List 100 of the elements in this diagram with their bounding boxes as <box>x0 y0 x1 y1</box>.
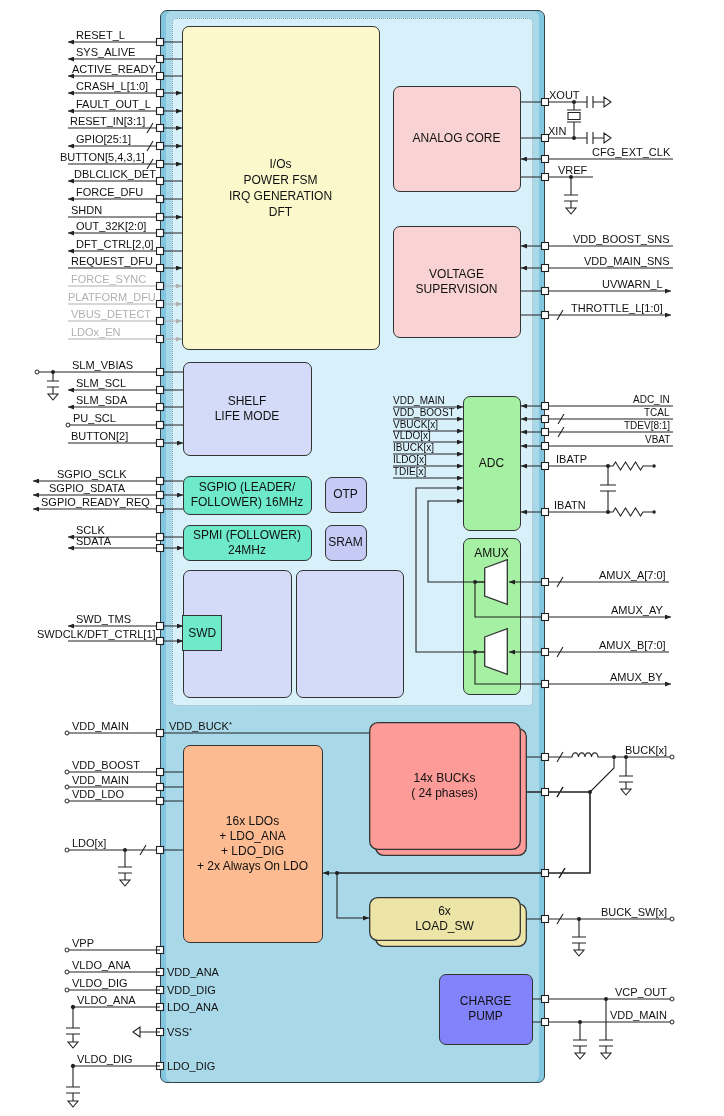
signal-line <box>532 1019 675 1025</box>
chip-outline <box>160 10 545 1083</box>
signal-label: VLDO_DIG <box>77 1052 133 1065</box>
signal-label: CFG_EXT_CLK <box>592 145 671 158</box>
block-label: POWER FSM <box>243 171 318 188</box>
signal-arrow <box>132 1026 161 1038</box>
signal-label: VREF <box>558 163 588 176</box>
signal-arrow <box>520 413 674 425</box>
function-block <box>392 85 521 192</box>
signal-label: VDD_MAIN <box>610 1008 667 1021</box>
signal-label: ILDO[x] <box>393 454 427 465</box>
block-label: 6x LOAD_SW <box>414 903 475 934</box>
signal-arrow <box>67 248 183 254</box>
signal-arrow <box>67 318 183 324</box>
function-block <box>392 225 521 338</box>
signal-arrow <box>520 426 674 438</box>
signal-label: TCAL <box>644 407 670 418</box>
stacked-block <box>368 721 527 856</box>
block-label: CHARGE PUMP <box>458 994 513 1024</box>
signal-line <box>532 996 675 1002</box>
signal-label: VDD_BOOST <box>393 407 455 418</box>
function-block <box>324 524 367 561</box>
signal-arrow <box>67 534 184 540</box>
signal-label: SGPIO_SCLK <box>57 467 127 480</box>
signal-label: SWD_TMS <box>76 612 131 625</box>
signal-label: LDOx_EN <box>71 325 121 338</box>
signal-arrow <box>392 463 464 469</box>
signal-arrow <box>67 56 183 62</box>
signal-arrow <box>67 122 183 134</box>
pin-label: VDD_DIG <box>167 983 216 996</box>
signal-label: IBATP <box>556 452 587 465</box>
signal-label: VDD_BOOST_SNS <box>573 232 670 245</box>
block-label: 14x BUCKs ( 24 phases) <box>410 770 479 801</box>
signal-line <box>70 1004 161 1022</box>
signal-arrow <box>508 576 670 588</box>
signal-label: TDEV[8:1] <box>624 420 671 431</box>
signal-arrow <box>520 156 674 162</box>
signal-label: VLDO_ANA <box>72 958 131 971</box>
signal-arrow <box>520 403 674 409</box>
block-label: ANALOG CORE <box>412 131 501 146</box>
block-label: SGPIO (LEADER/ FOLLOWER) 16MHz <box>189 480 305 510</box>
function-block <box>182 475 312 515</box>
signal-label: TDIE[x] <box>393 466 427 477</box>
signal-label: VBUCK[x] <box>393 419 438 430</box>
multiplexer-symbol <box>484 559 509 606</box>
signal-label: IBUCK[x] <box>393 442 435 453</box>
function-block <box>295 569 404 698</box>
signal-label: IBATN <box>554 498 586 511</box>
signal-arrow <box>392 416 464 422</box>
signal-arrow <box>392 439 464 445</box>
signal-arrow <box>520 509 600 515</box>
function-block <box>182 524 312 561</box>
function-block <box>182 361 312 456</box>
block-label: DFT <box>268 203 293 220</box>
signal-arrow <box>67 90 183 96</box>
signal-label: SYS_ALIVE <box>76 45 136 58</box>
capacitor-symbol <box>66 1080 80 1107</box>
signal-arrow <box>67 387 184 393</box>
function-block <box>181 25 380 350</box>
signal-label: SLM_VBIAS <box>72 358 134 371</box>
signal-label: BUCK_SW[x] <box>601 905 667 918</box>
signal-arrow <box>67 440 184 446</box>
signal-arrow <box>67 336 183 342</box>
block-label: ADC <box>478 455 505 471</box>
signal-arrow <box>392 475 464 481</box>
signal-arrow <box>474 651 672 687</box>
signal-line <box>64 730 370 736</box>
signal-label: VDD_LDO <box>72 787 124 800</box>
signal-label: OUT_32K[2:0] <box>76 219 147 232</box>
signal-line <box>64 769 184 775</box>
signal-label: ACTIVE_READY <box>72 62 156 75</box>
signal-line <box>64 947 161 953</box>
signal-label: AMUX_AY <box>611 603 663 616</box>
signal-arrow <box>67 638 184 644</box>
signal-arrow <box>508 646 670 658</box>
signal-arrow <box>520 443 674 449</box>
signal-arrow <box>67 230 183 236</box>
signal-label: BUTTON[2] <box>71 429 129 442</box>
signal-label: BUCK[x] <box>625 743 668 756</box>
function-block <box>182 615 223 652</box>
pin-label: VDD_BUCK$^{*}$ <box>169 719 232 732</box>
signal-label: PU_SCL <box>73 411 116 424</box>
signal-label: VDD_BOOST <box>72 758 140 771</box>
pin-label: VDD_ANA <box>167 965 219 978</box>
signal-arrow <box>67 158 183 170</box>
signal-arrow <box>67 39 183 45</box>
signal-label: VLDO_DIG <box>72 976 128 989</box>
signal-label: FAULT_OUT_L <box>76 97 151 110</box>
signal-arrow <box>474 581 672 620</box>
signal-label: DBLCLICK_DET <box>74 167 156 180</box>
signal-arrow <box>67 196 183 202</box>
signal-line <box>64 784 184 790</box>
signal-arrow <box>32 506 184 512</box>
signal-label: SGPIO_SDATA <box>49 481 125 494</box>
signal-label: DFT_CTRL[2,0] <box>76 237 154 250</box>
signal-line <box>64 969 161 975</box>
signal-label: SDATA <box>76 534 112 547</box>
block-label: VOLTAGE SUPERVISION <box>414 266 499 297</box>
signal-arrow <box>392 428 464 434</box>
signal-line <box>64 987 161 993</box>
